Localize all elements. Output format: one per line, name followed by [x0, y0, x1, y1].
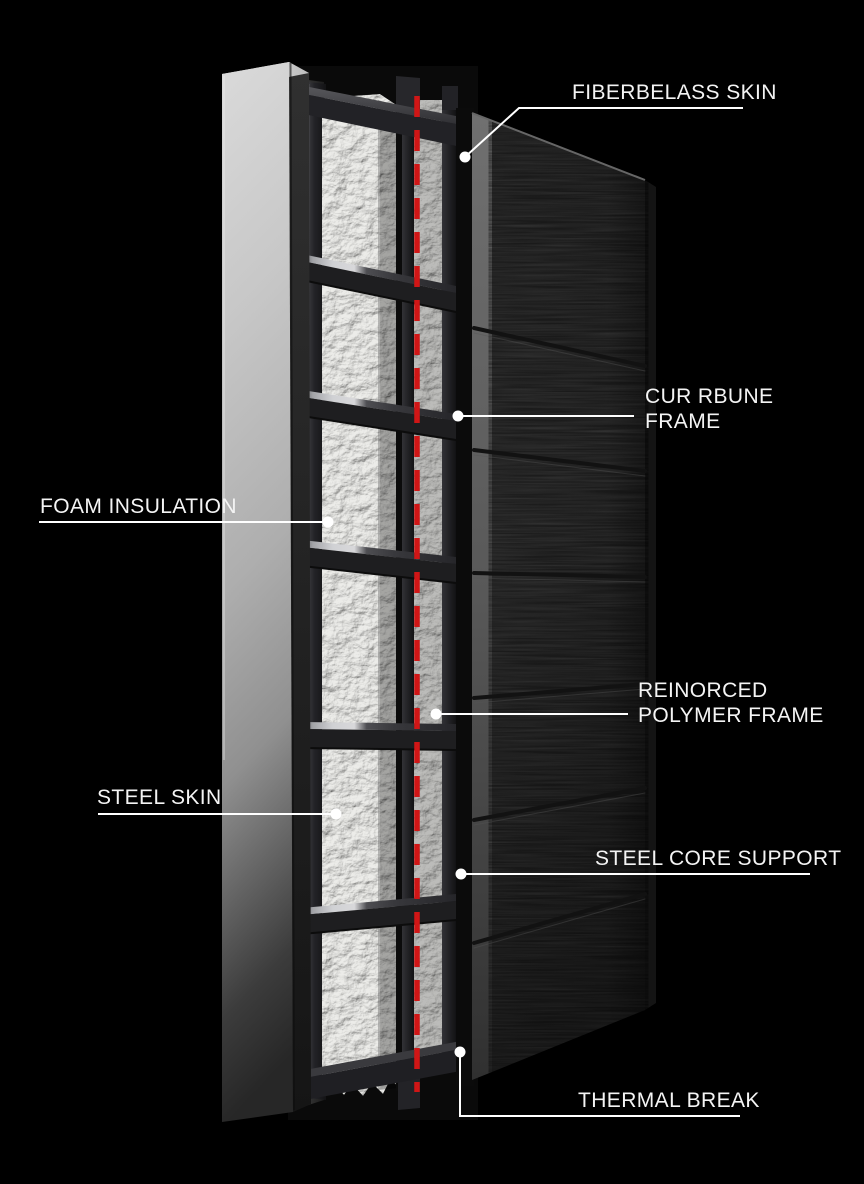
leader-thermal-break: [454, 1046, 740, 1117]
leader-fiberglass-skin: [459, 107, 743, 163]
frame-top-rail: [294, 84, 466, 148]
gap-shadow: [396, 95, 405, 1091]
label-fiberglass-skin: FIBERBELASS SKIN: [572, 81, 777, 104]
fiberglass-skin-wall: [471, 112, 656, 1080]
wall-seams: [472, 326, 647, 949]
label-steel-skin: STEEL SKIN: [97, 786, 222, 809]
rung: [301, 894, 457, 935]
leader-polymer-frame: [430, 708, 628, 720]
label-frame: CUR RBUNE FRAME: [645, 385, 774, 434]
foam-insulation-column: [322, 94, 398, 1096]
label-steel-core-support: STEEL CORE SUPPORT: [595, 847, 842, 870]
leader-steel-core-support: [455, 868, 810, 880]
leader-foam-insulation: [39, 516, 334, 528]
label-polymer-frame: REINORCED POLYMER FRAME: [638, 679, 824, 728]
label-foam-insulation: FOAM INSULATION: [40, 495, 237, 518]
leader-steel-skin: [98, 808, 342, 820]
rung: [301, 722, 457, 751]
leader-frame: [452, 410, 634, 422]
label-thermal-break: THERMAL BREAK: [578, 1089, 760, 1112]
gap-shadow: [456, 108, 474, 1086]
frame-bottom-rail: [294, 1040, 466, 1102]
steel-skin-panel: [222, 62, 311, 1122]
leader-lines: [39, 107, 810, 1117]
foam-core-column: [412, 100, 446, 1070]
